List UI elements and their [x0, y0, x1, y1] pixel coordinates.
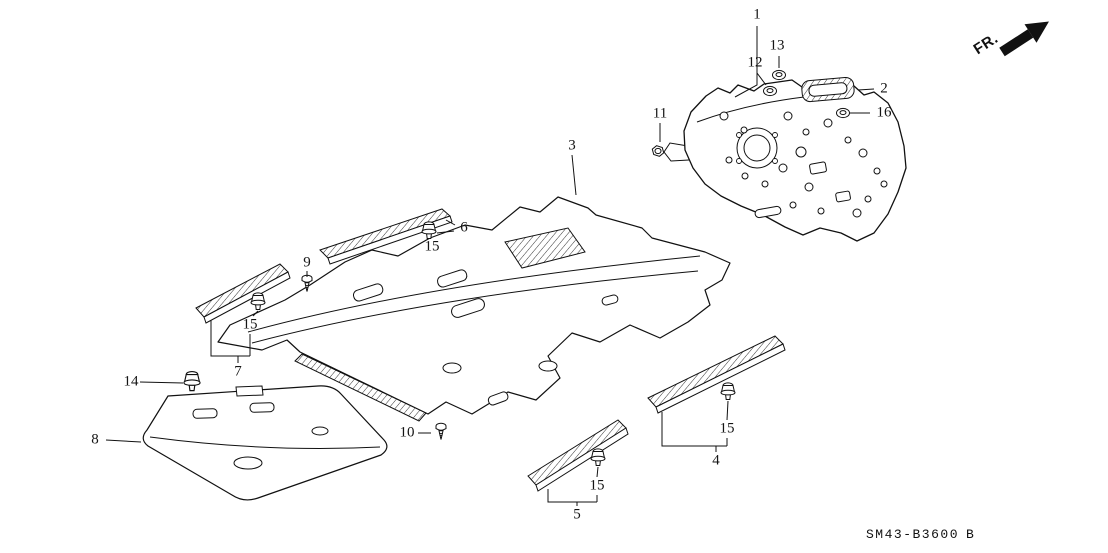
sill-strip-7 — [195, 263, 291, 324]
callout-15-c: 15 — [719, 420, 735, 437]
drawing-code: SM43-B3600 B — [866, 527, 975, 542]
callout-13: 13 — [769, 37, 785, 54]
floor-mat-drawing — [217, 196, 731, 422]
dash-insulator-drawing — [663, 79, 907, 242]
callout-2: 2 — [880, 80, 888, 97]
callout-7: 7 — [234, 363, 242, 380]
callout-9: 9 — [303, 254, 311, 271]
callout-14: 14 — [123, 373, 139, 390]
fr-arrow-icon — [999, 21, 1049, 57]
grommet-12-icon — [763, 85, 777, 97]
callout-6: 6 — [460, 219, 468, 236]
leader-lines — [105, 26, 875, 506]
callout-16: 16 — [876, 104, 892, 121]
sill-strip-4 — [647, 335, 786, 414]
clip-15-d-icon — [590, 448, 606, 466]
drawing-code-text: SM43-B3600 — [866, 527, 960, 542]
drawing-code-suffix: B — [966, 527, 976, 542]
heel-pad-hatch — [504, 227, 586, 269]
callout-11: 11 — [652, 105, 668, 122]
clip-15-c-icon — [720, 382, 736, 400]
callout-4: 4 — [712, 452, 720, 469]
callout-8: 8 — [91, 431, 99, 448]
insulator-pad-drawing — [801, 76, 855, 103]
callout-10: 10 — [399, 424, 415, 441]
callout-3: 3 — [568, 137, 576, 154]
screw-10-icon — [435, 422, 447, 440]
callout-1: 1 — [753, 6, 761, 23]
trunk-mat-drawing — [142, 385, 388, 501]
grommet-16-icon — [836, 107, 850, 119]
callout-15-d: 15 — [589, 477, 605, 494]
mat-edge-hatch — [294, 353, 427, 422]
sill-strip-6 — [319, 208, 453, 265]
callout-12: 12 — [747, 54, 763, 71]
sill-strip-5 — [527, 419, 629, 492]
callout-15-b: 15 — [242, 316, 258, 333]
grommet-13-icon — [772, 69, 786, 81]
nut-11-icon — [650, 144, 666, 158]
clip-15-b-icon — [250, 292, 266, 310]
clip-14-icon — [183, 370, 201, 392]
callout-5: 5 — [573, 506, 581, 523]
callout-15-a: 15 — [424, 238, 440, 255]
